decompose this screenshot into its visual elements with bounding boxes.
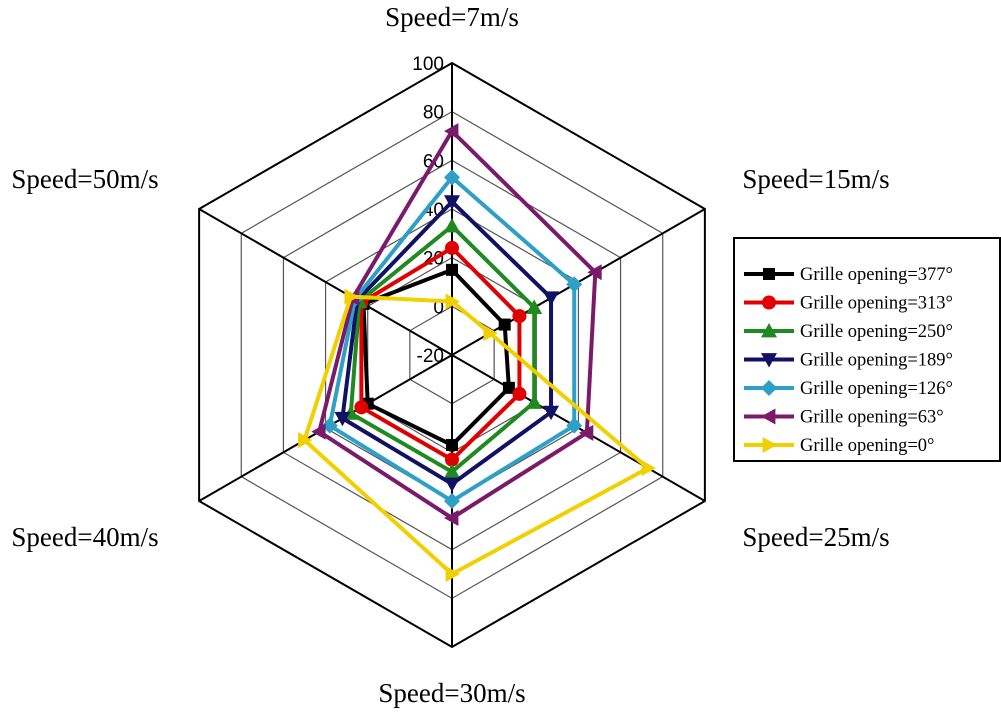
axis-spoke — [198, 208, 453, 356]
legend-label: Grille opening=313° — [800, 294, 953, 314]
data-point-circle — [512, 309, 527, 324]
data-point-diamond — [444, 169, 460, 186]
data-point-triangle-left — [444, 510, 459, 527]
tick-label: 80 — [423, 103, 444, 124]
legend-label: Grille opening=377° — [800, 265, 953, 285]
data-point-diamond — [321, 417, 338, 434]
legend-label: Grille opening=0° — [800, 436, 934, 456]
data-point-circle — [762, 295, 776, 310]
data-point-triangle-right — [344, 288, 359, 305]
legend-item: Grille opening=63° — [744, 408, 944, 428]
data-point-circle — [354, 400, 369, 415]
legend-label: Grille opening=63° — [800, 408, 944, 428]
data-point-triangle-right — [445, 566, 460, 582]
data-point-triangle-right — [641, 460, 656, 477]
legend-item: Grille opening=377° — [744, 265, 953, 285]
data-point-triangle-down — [543, 291, 560, 306]
data-point-circle — [512, 386, 527, 401]
data-point-triangle-left — [761, 408, 776, 425]
data-point-square — [498, 318, 511, 331]
tick-label: 0 — [433, 297, 444, 318]
data-point-triangle-right — [762, 437, 777, 453]
data-point-square — [502, 381, 515, 394]
legend-label: Grille opening=189° — [800, 351, 953, 371]
legend-item: Grille opening=0° — [744, 436, 934, 456]
data-point-triangle-up — [526, 394, 543, 409]
tick-label: -20 — [417, 346, 444, 367]
legend-item: Grille opening=313° — [744, 294, 953, 314]
data-point-circle — [445, 240, 459, 255]
radar-grid — [198, 61, 706, 649]
axis-label: Speed=7m/s — [385, 2, 519, 32]
data-point-circle — [445, 452, 459, 467]
data-point-diamond — [761, 380, 777, 396]
data-point-triangle-right — [445, 293, 460, 310]
data-point-square — [763, 268, 775, 280]
axis-label: Speed=30m/s — [378, 678, 525, 708]
data-point-triangle-right — [298, 432, 313, 449]
series — [298, 288, 656, 582]
data-point-triangle-up — [761, 323, 777, 338]
data-point-triangle-left — [311, 423, 326, 440]
data-point-triangle-right — [483, 325, 498, 342]
data-point-triangle-down — [444, 477, 460, 492]
series-layer — [298, 123, 656, 582]
axis-label: Speed=40m/s — [11, 522, 158, 552]
axis-label: Speed=25m/s — [742, 522, 889, 552]
axis-labels: Speed=7m/sSpeed=15m/sSpeed=25m/sSpeed=30… — [11, 2, 889, 708]
axis-label: Speed=15m/s — [742, 164, 889, 194]
data-point-triangle-up — [444, 218, 460, 233]
data-point-square — [446, 263, 458, 276]
data-point-triangle-down — [761, 353, 777, 368]
tick-label: 100 — [412, 54, 444, 75]
data-point-triangle-left — [587, 264, 602, 281]
data-point-triangle-down — [543, 405, 560, 421]
legend: Grille opening=377° Grille opening=313° Gr… — [733, 237, 1001, 462]
data-point-square — [446, 439, 458, 452]
data-point-diamond — [566, 276, 583, 293]
legend-item: Grille opening=126° — [744, 379, 953, 399]
data-point-triangle-left — [444, 123, 459, 140]
data-point-triangle-down — [334, 411, 351, 427]
legend-item: Grille opening=189° — [744, 351, 953, 371]
data-point-triangle-up — [526, 299, 543, 314]
data-point-triangle-left — [578, 424, 594, 441]
data-point-triangle-up — [444, 463, 460, 479]
legend-label: Grille opening=126° — [800, 379, 953, 399]
legend-item: Grille opening=250° — [744, 322, 953, 342]
data-point-diamond — [444, 493, 460, 509]
data-point-diamond — [566, 417, 583, 434]
axis-label: Speed=50m/s — [11, 164, 158, 194]
data-point-triangle-down — [444, 195, 460, 210]
legend-label: Grille opening=250° — [800, 322, 953, 342]
